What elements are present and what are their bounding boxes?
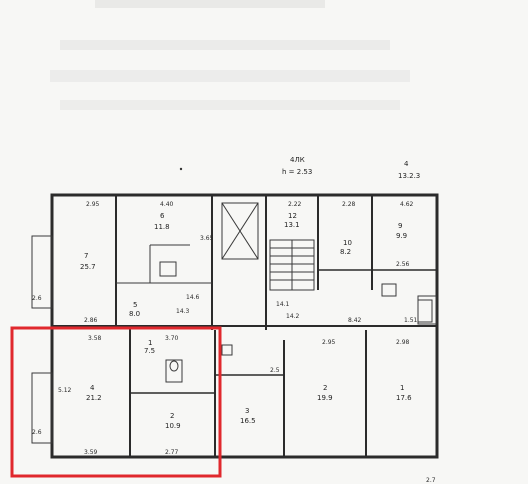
dimension-label: 3.58: [88, 335, 102, 342]
dimension-label: 3.65: [200, 235, 214, 242]
interior-walls: [52, 195, 437, 457]
dimension-label: 2.6: [32, 429, 42, 436]
room-area: 19.9: [317, 394, 333, 402]
dimension-label: 3.70: [165, 335, 179, 342]
dimension-label: 2.95: [86, 201, 100, 208]
dimension-label: 14.6: [186, 294, 200, 301]
room-area: 13.1: [284, 221, 300, 229]
room-area: 16.5: [240, 417, 256, 425]
room-number: 9: [398, 222, 402, 230]
dimension-label: 5.12: [58, 387, 72, 394]
marker-dot: [179, 167, 183, 171]
room-labels: 7 25.7 6 11.8 5 8.0 12 13.1 10 8.2 9 9.9…: [80, 212, 412, 430]
corner-label-b: 13.2.3: [398, 172, 420, 180]
highlight-rectangle: [10, 326, 222, 478]
dimension-label: 2.98: [396, 339, 410, 346]
room-number: 4: [90, 384, 95, 392]
room-number: 7: [84, 252, 88, 260]
dimension-label: 3.59: [84, 449, 98, 456]
staircase: [269, 239, 315, 291]
height-label: h = 2.53: [282, 168, 312, 176]
room-area: 8.2: [340, 248, 351, 256]
room-number: 1: [148, 339, 152, 347]
dimension-label: 2.22: [288, 201, 302, 208]
dimension-labels: 2.95 4.40 2.22 2.28 2.56 4.62 2.86 14.6 …: [32, 201, 436, 484]
bathroom-fixtures: [159, 261, 433, 383]
room-number: 6: [160, 212, 165, 220]
room-area: 7.5: [144, 347, 155, 355]
dimension-label: 2.56: [396, 261, 410, 268]
room-area: 11.8: [154, 223, 170, 231]
corner-label-a: 4: [404, 160, 409, 168]
room-number: 10: [343, 239, 352, 247]
block-label: 4ЛК: [290, 156, 305, 164]
room-number: 2: [323, 384, 327, 392]
room-area: 10.9: [165, 422, 181, 430]
dimension-label: 14.3: [176, 308, 190, 315]
room-number: 1: [400, 384, 404, 392]
dimension-label: 2.77: [165, 449, 179, 456]
blurred-header-text: [50, 0, 410, 110]
room-number: 2: [170, 412, 174, 420]
dimension-label: 2.86: [84, 317, 98, 324]
dimension-label: 4.62: [400, 201, 414, 208]
room-area: 21.2: [86, 394, 102, 402]
dimension-label: 2.95: [322, 339, 336, 346]
room-area: 17.6: [396, 394, 412, 402]
room-number: 12: [288, 212, 297, 220]
dimension-label: 4.40: [160, 201, 174, 208]
elevator-shaft: [221, 202, 259, 260]
dimension-label: 14.1: [276, 301, 290, 308]
room-area: 8.0: [129, 310, 140, 318]
room-area: 9.9: [396, 232, 407, 240]
dimension-label: 8.42: [348, 317, 362, 324]
room-area: 25.7: [80, 263, 96, 271]
dimension-label: 14.2: [286, 313, 300, 320]
dimension-label: 2.28: [342, 201, 356, 208]
dimension-label: 2.5: [270, 367, 280, 374]
room-number: 3: [245, 407, 249, 415]
dimension-label: 1.51: [404, 317, 418, 324]
room-number: 5: [133, 301, 137, 309]
dimension-label: 2.7: [426, 477, 436, 484]
dimension-label: 2.6: [32, 295, 42, 302]
